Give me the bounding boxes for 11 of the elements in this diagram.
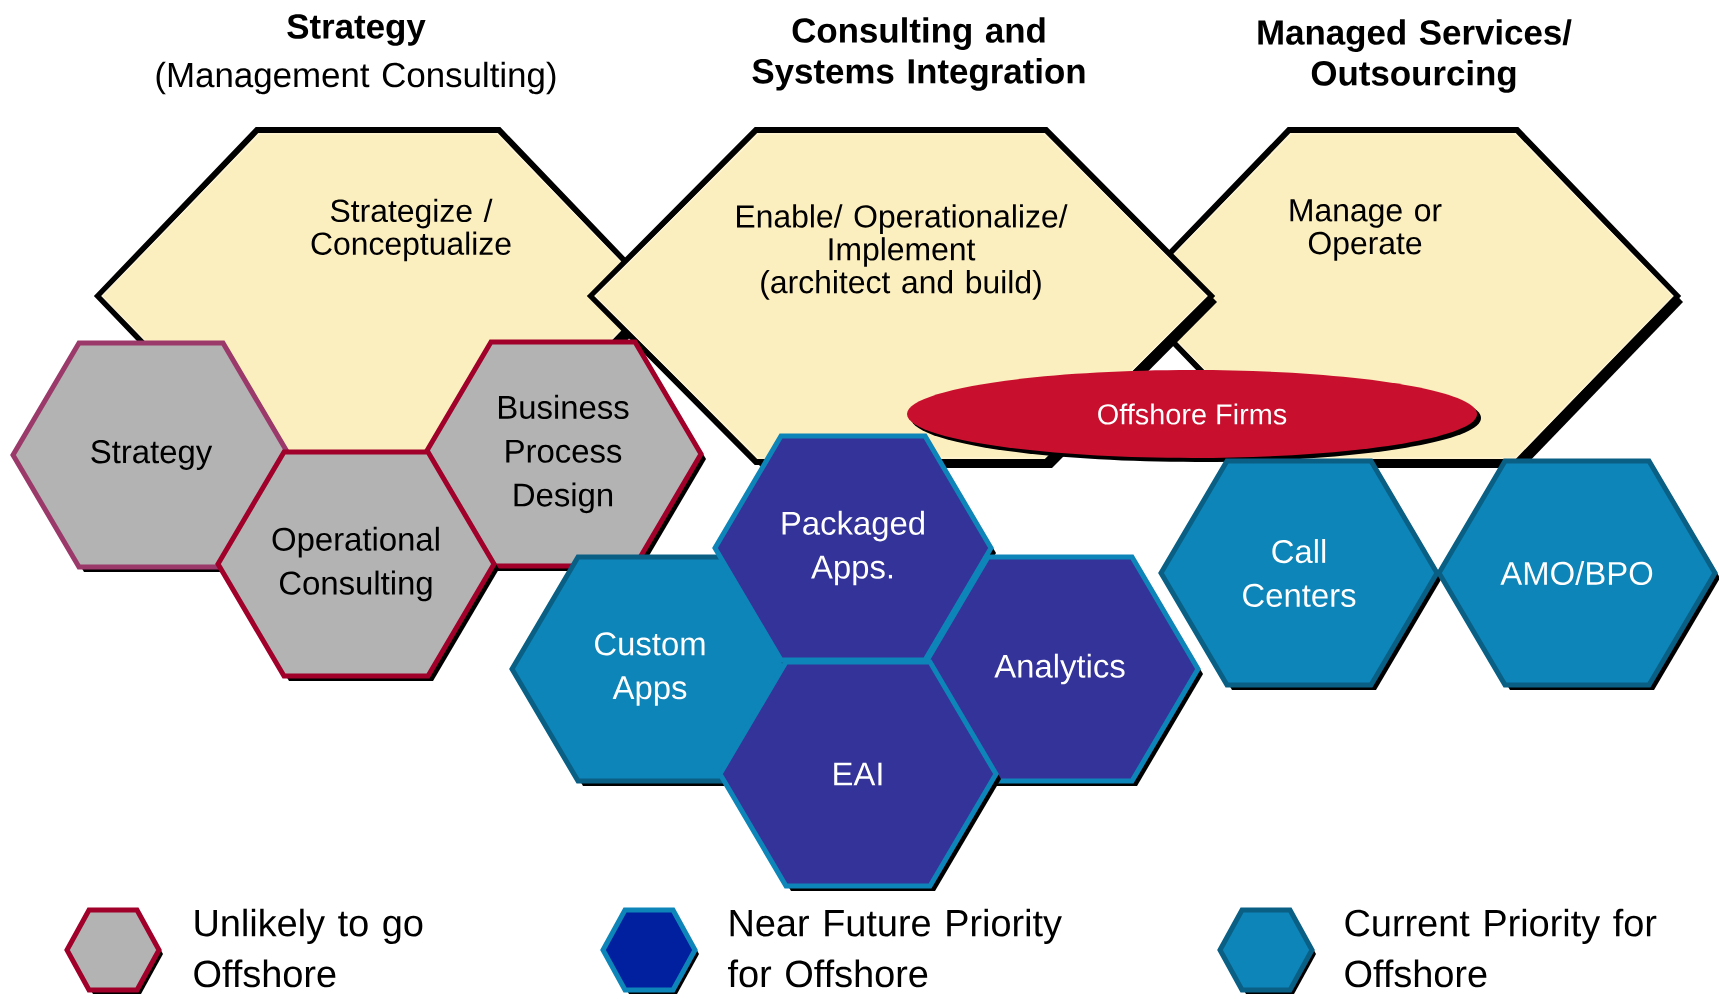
node-label: Strategy <box>287 14 426 46</box>
legend-text: Current Priority for Offshore <box>1345 908 1657 988</box>
hexagon: Operational Consulting <box>215 449 499 681</box>
hexagon: AMO/BPO <box>1436 458 1719 690</box>
hexagon: Packaged Apps. <box>712 433 996 665</box>
legend-text: Near Future Priority for Offshore <box>728 908 1062 988</box>
node-label: Consulting and Systems Integration <box>752 17 1085 91</box>
node-label: Managed Services/ Outsourcing <box>1258 19 1572 93</box>
node-label: (Management Consulting) <box>156 61 556 95</box>
legend-text: Unlikely to go Offshore <box>194 908 423 988</box>
hexagon: Call Centers <box>1158 458 1442 690</box>
